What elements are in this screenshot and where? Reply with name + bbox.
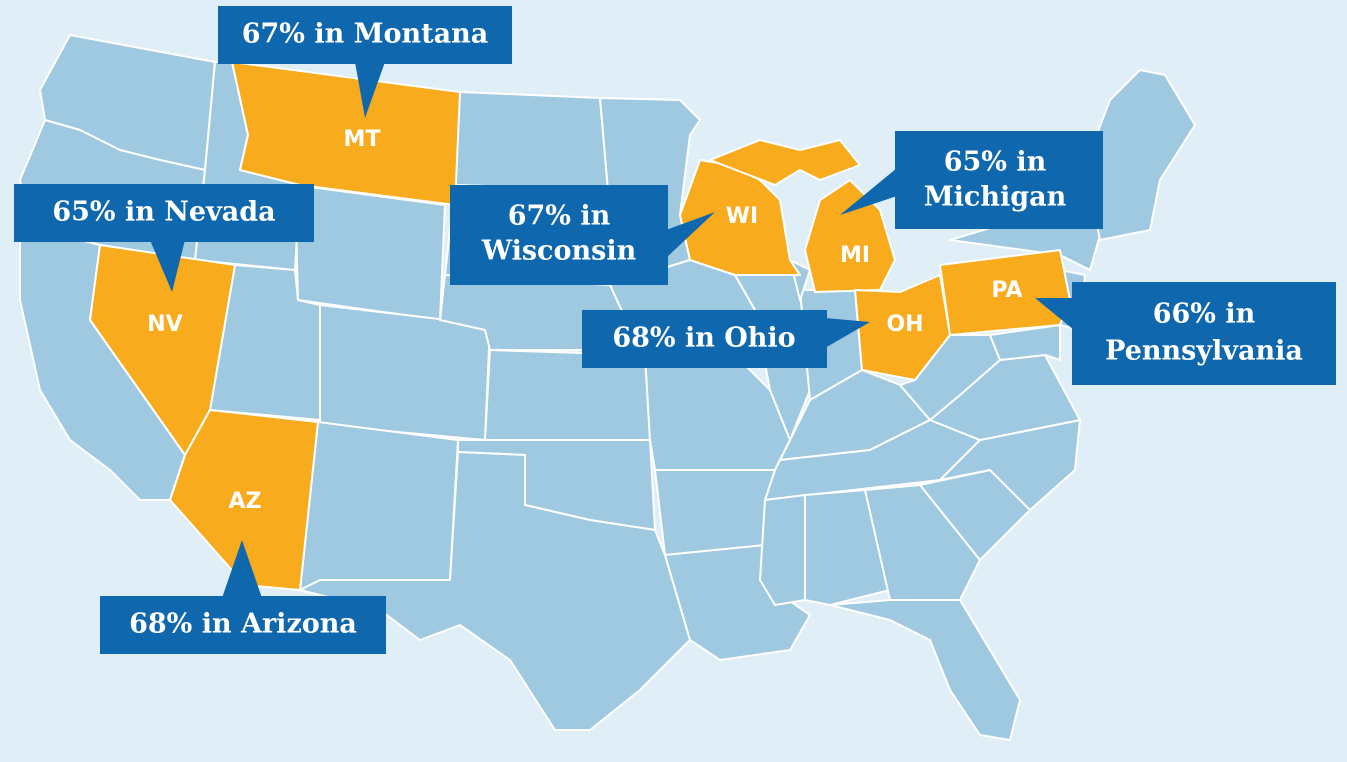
callout-wisconsin-line2: Wisconsin	[481, 236, 637, 267]
state-michigan	[709, 139, 896, 293]
callout-wisconsin-line1: 67% in	[508, 201, 611, 232]
abbr-pa: PA	[991, 278, 1022, 303]
abbr-az: AZ	[229, 489, 262, 514]
callout-michigan-line2: Michigan	[924, 182, 1067, 213]
state-georgia	[864, 484, 981, 601]
callout-arizona: 68% in Arizona	[100, 540, 386, 654]
abbr-mi: MI	[840, 243, 870, 268]
callout-ohio-text: 68% in Ohio	[612, 323, 795, 354]
state-north-dakota	[454, 91, 609, 191]
callout-pennsylvania-line1: 66% in	[1153, 299, 1256, 330]
callout-pennsylvania-line2: Pennsylvania	[1105, 336, 1303, 367]
callout-wisconsin: 67% in Wisconsin	[450, 185, 715, 285]
state-alabama	[804, 489, 891, 606]
callout-arizona-text: 68% in Arizona	[129, 609, 357, 640]
abbr-mt: MT	[344, 127, 381, 152]
state-arkansas	[654, 469, 776, 556]
callout-nevada-text: 65% in Nevada	[52, 197, 275, 228]
state-texas	[299, 451, 691, 731]
callout-montana: 67% in Montana	[218, 6, 512, 118]
callout-michigan: 65% in Michigan	[840, 131, 1103, 229]
callout-nevada: 65% in Nevada	[14, 184, 314, 292]
callout-ohio: 68% in Ohio	[582, 310, 870, 368]
callout-montana-text: 67% in Montana	[242, 19, 489, 50]
state-new-mexico	[299, 421, 459, 591]
state-florida	[829, 599, 1021, 741]
callout-pennsylvania: 66% in Pennsylvania	[1035, 282, 1336, 385]
callout-michigan-line1: 65% in	[944, 147, 1047, 178]
abbr-oh: OH	[886, 312, 923, 337]
state-abbreviations: MT NV WI MI OH PA AZ	[147, 127, 1022, 514]
state-wyoming	[294, 184, 446, 321]
abbr-nv: NV	[147, 312, 182, 337]
state-new-england	[1084, 69, 1196, 241]
abbr-wi: WI	[726, 204, 758, 229]
state-mississippi	[759, 494, 806, 606]
